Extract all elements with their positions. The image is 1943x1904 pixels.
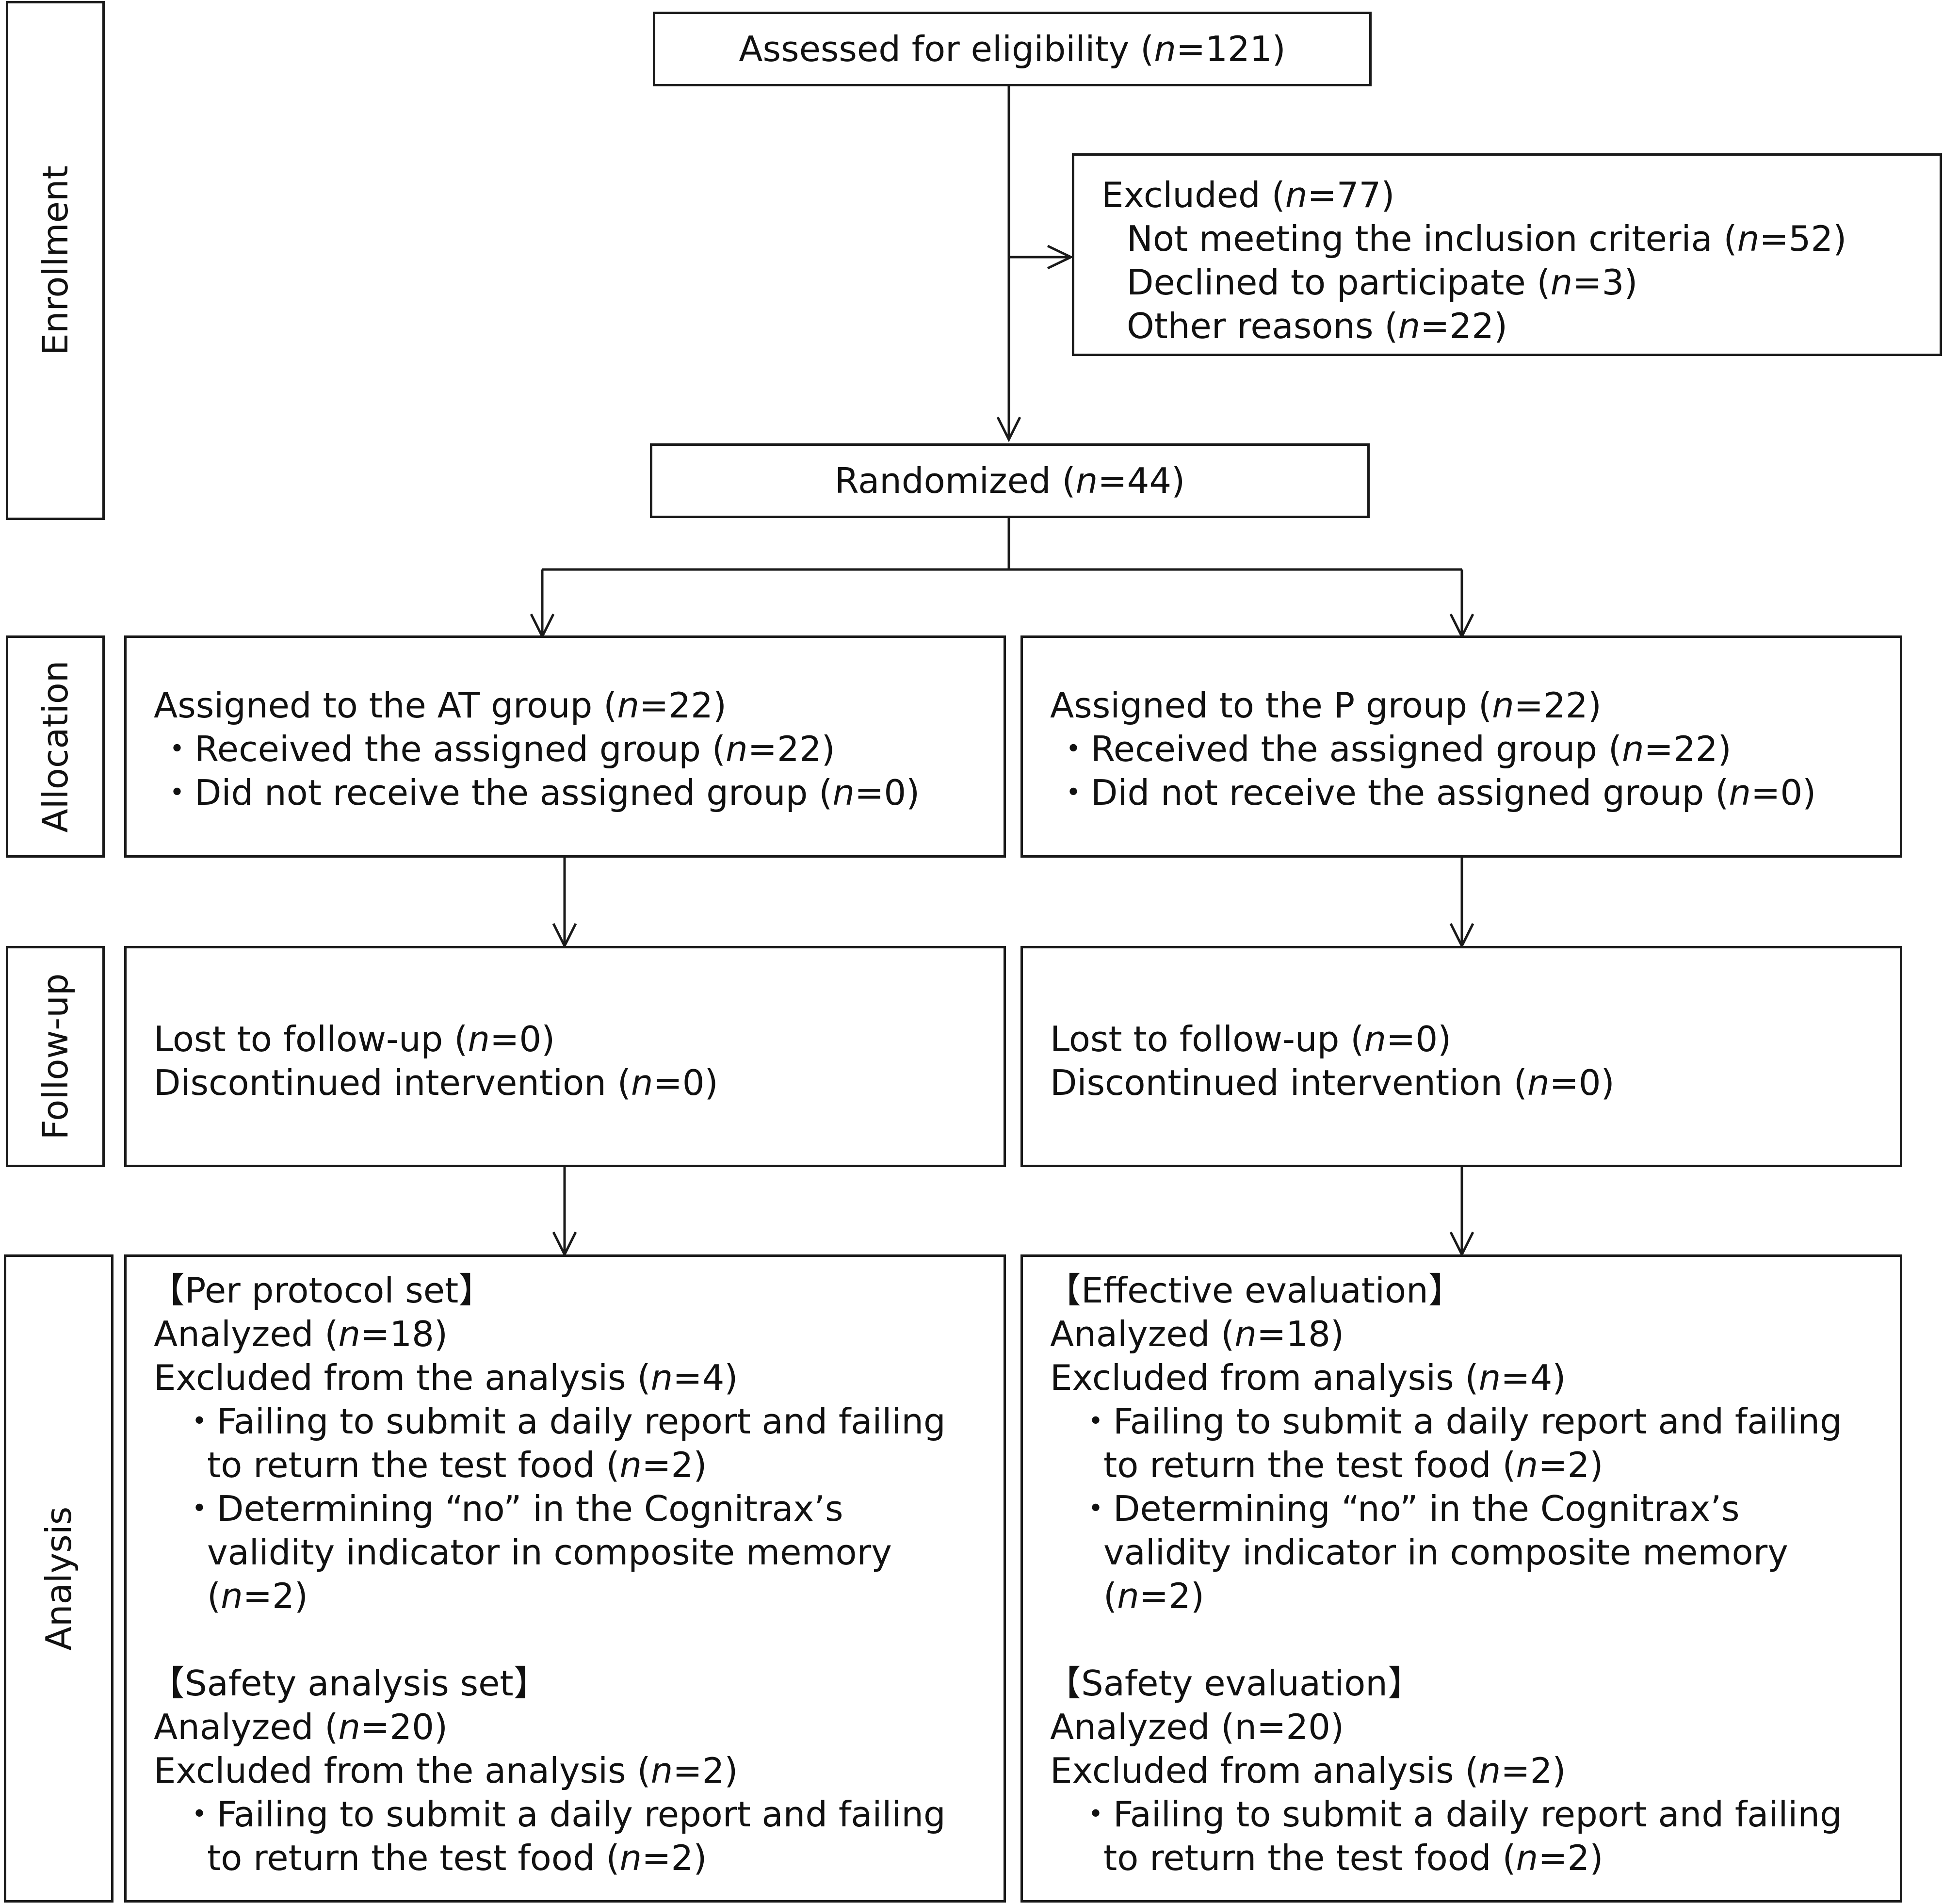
stage-enrollment-label: Enrollment bbox=[35, 165, 76, 356]
stage-analysis: Analysis bbox=[4, 1254, 113, 1903]
assessed-box: Assessed for eligibility (n=121) bbox=[653, 12, 1372, 86]
analysis-at-excluded1: Excluded from the analysis (n=4) bbox=[154, 1357, 738, 1398]
allocation-at-not-received: ・Did not receive the assigned group (n=0… bbox=[160, 772, 920, 813]
allocation-at-box: Assigned to the AT group (n=22) ・Receive… bbox=[124, 635, 1006, 858]
allocation-p-received: ・Received the assigned group (n=22) bbox=[1056, 729, 1732, 769]
analysis-p-excluded1: Excluded from analysis (n=4) bbox=[1050, 1357, 1566, 1398]
allocation-at-received: ・Received the assigned group (n=22) bbox=[160, 729, 835, 769]
stage-followup: Follow-up bbox=[6, 946, 105, 1167]
arrowhead-excluded bbox=[1047, 244, 1074, 270]
analysis-p-reason2-line3: (n=2) bbox=[1103, 1576, 1204, 1616]
analysis-p-reason3-line1: ・Failing to submit a daily report and fa… bbox=[1078, 1794, 1842, 1835]
analysis-at-reason2-line2: validity indicator in composite memory bbox=[207, 1532, 892, 1573]
excluded-reason-criteria: Not meeting the inclusion criteria (n=52… bbox=[1127, 218, 1847, 259]
analysis-p-reason1-line1: ・Failing to submit a daily report and fa… bbox=[1078, 1401, 1842, 1442]
allocation-at-title: Assigned to the AT group (n=22) bbox=[154, 685, 727, 726]
analysis-at-box: 【Per protocol set】 Analyzed (n=18) Exclu… bbox=[124, 1254, 1006, 1903]
randomized-text: Randomized (n=44) bbox=[834, 460, 1185, 501]
analysis-p-box: 【Effective evaluation】 Analyzed (n=18) E… bbox=[1020, 1254, 1902, 1903]
analysis-at-set2-heading: 【Safety analysis set】 bbox=[150, 1663, 549, 1704]
analysis-p-reason2-line2: validity indicator in composite memory bbox=[1103, 1532, 1788, 1573]
analysis-p-analyzed1: Analyzed (n=18) bbox=[1050, 1314, 1344, 1354]
analysis-p-set2-heading: 【Safety evaluation】 bbox=[1046, 1663, 1423, 1704]
analysis-p-excluded2: Excluded from analysis (n=2) bbox=[1050, 1750, 1566, 1791]
analysis-at-reason2-line3: (n=2) bbox=[207, 1576, 308, 1616]
excluded-box: Excluded (n=77) Not meeting the inclusio… bbox=[1072, 153, 1942, 356]
analysis-at-reason3-line2: to return the test food (n=2) bbox=[207, 1838, 707, 1878]
stage-allocation-label: Allocation bbox=[35, 660, 76, 833]
analysis-p-reason3-line2: to return the test food (n=2) bbox=[1103, 1838, 1603, 1878]
analysis-at-reason1-line2: to return the test food (n=2) bbox=[207, 1445, 707, 1485]
assessed-text: Assessed for eligibility (n=121) bbox=[739, 29, 1286, 69]
analysis-p-reason2-line1: ・Determining “no” in the Cognitrax’s bbox=[1078, 1488, 1740, 1529]
analysis-at-set1-heading: 【Per protocol set】 bbox=[150, 1270, 494, 1311]
allocation-p-not-received: ・Did not receive the assigned group (n=0… bbox=[1056, 772, 1816, 813]
analysis-at-reason3-line1: ・Failing to submit a daily report and fa… bbox=[182, 1794, 946, 1835]
analysis-at-reason2-line1: ・Determining “no” in the Cognitrax’s bbox=[182, 1488, 843, 1529]
followup-p-discontinued: Discontinued intervention (n=0) bbox=[1050, 1062, 1615, 1103]
stage-allocation: Allocation bbox=[6, 635, 105, 858]
stage-enrollment: Enrollment bbox=[6, 1, 105, 520]
analysis-at-analyzed2: Analyzed (n=20) bbox=[154, 1707, 448, 1747]
analysis-at-excluded2: Excluded from the analysis (n=2) bbox=[154, 1750, 738, 1791]
followup-at-box: Lost to follow-up (n=0) Discontinued int… bbox=[124, 946, 1006, 1167]
analysis-p-analyzed2: Analyzed (n=20) bbox=[1050, 1707, 1344, 1747]
excluded-title: Excluded (n=77) bbox=[1101, 175, 1395, 215]
stage-analysis-label: Analysis bbox=[38, 1506, 79, 1651]
analysis-p-set1-heading: 【Effective evaluation】 bbox=[1046, 1270, 1463, 1311]
analysis-at-analyzed1: Analyzed (n=18) bbox=[154, 1314, 448, 1354]
allocation-p-box: Assigned to the P group (n=22) ・Received… bbox=[1020, 635, 1902, 858]
followup-at-lost: Lost to follow-up (n=0) bbox=[154, 1019, 555, 1059]
analysis-p-reason1-line2: to return the test food (n=2) bbox=[1103, 1445, 1603, 1485]
followup-at-discontinued: Discontinued intervention (n=0) bbox=[154, 1062, 718, 1103]
randomized-box: Randomized (n=44) bbox=[650, 443, 1370, 518]
excluded-reason-other: Other reasons (n=22) bbox=[1127, 306, 1508, 346]
stage-followup-label: Follow-up bbox=[35, 973, 76, 1140]
excluded-reason-declined: Declined to participate (n=3) bbox=[1127, 262, 1638, 303]
allocation-p-title: Assigned to the P group (n=22) bbox=[1050, 685, 1602, 726]
analysis-at-reason1-line1: ・Failing to submit a daily report and fa… bbox=[182, 1401, 946, 1442]
followup-p-lost: Lost to follow-up (n=0) bbox=[1050, 1019, 1452, 1059]
followup-p-box: Lost to follow-up (n=0) Discontinued int… bbox=[1020, 946, 1902, 1167]
arrowhead-randomized bbox=[996, 416, 1021, 442]
